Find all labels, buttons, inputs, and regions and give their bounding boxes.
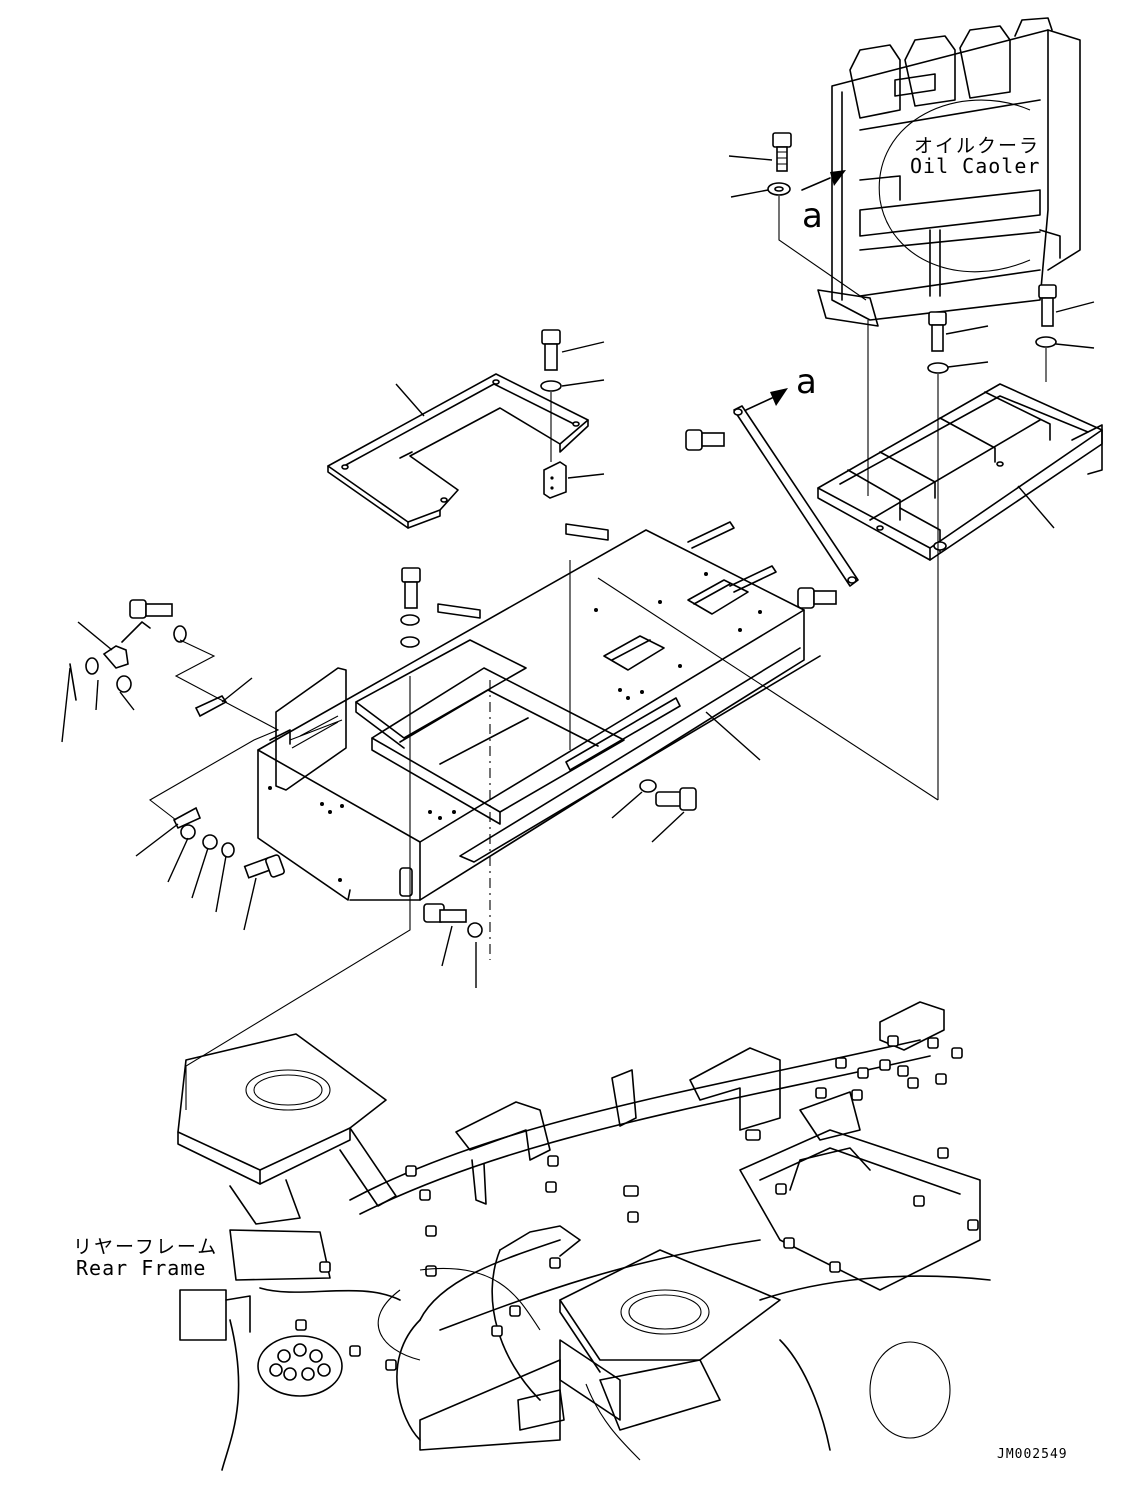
- platform-box: [257, 521, 821, 901]
- cover-bolt-icon: [541, 329, 561, 371]
- rear-frame-assembly: [177, 1001, 991, 1471]
- oil-cooler-label-jp: オイルクーラ: [914, 135, 1041, 157]
- box-washer-icon: [400, 614, 420, 648]
- stay-bar: [733, 405, 859, 587]
- oil-cooler-assembly: [817, 17, 1081, 327]
- frame-bolt-icon: [1038, 284, 1057, 327]
- cover-washer-icon: [540, 380, 562, 392]
- frame-washer-icon: [927, 362, 949, 374]
- cooler-mount-frame: [817, 383, 1103, 561]
- left-small-parts: [69, 599, 285, 879]
- drawing-code: JM002549: [997, 1447, 1068, 1462]
- box-bolt-icon: [401, 567, 421, 609]
- view-marker-a-lower: a: [796, 362, 817, 402]
- under-bolt-icon: [423, 903, 467, 923]
- side-washer-icon: [639, 779, 657, 793]
- platform-holes: [268, 572, 762, 882]
- view-a-arrow-icon: [801, 170, 846, 191]
- rear-frame-label-jp: リヤーフレーム: [73, 1236, 219, 1258]
- frame-washer-icon: [1035, 336, 1057, 348]
- cooler-bolt-icon: [772, 132, 792, 172]
- cooler-washer-icon: [767, 182, 791, 196]
- view-marker-a-top: a: [802, 196, 823, 236]
- frame-bolt-icon: [928, 311, 947, 352]
- top-cover-plate: [327, 373, 589, 529]
- under-washer-icon: [467, 922, 483, 938]
- side-bolt-icon: [655, 787, 697, 811]
- stay-bolt-icon: [797, 587, 837, 609]
- stay-bolt-icon: [685, 429, 725, 451]
- rear-frame-label-en: Rear Frame: [76, 1256, 207, 1280]
- cover-bracket-icon: [543, 461, 567, 499]
- view-a-arrow-icon: [745, 388, 788, 411]
- oil-cooler-label-en: Oil Caoler: [910, 154, 1041, 178]
- hub-bolts-icon: [269, 1343, 331, 1381]
- frame-nuts-icon: [295, 1035, 979, 1371]
